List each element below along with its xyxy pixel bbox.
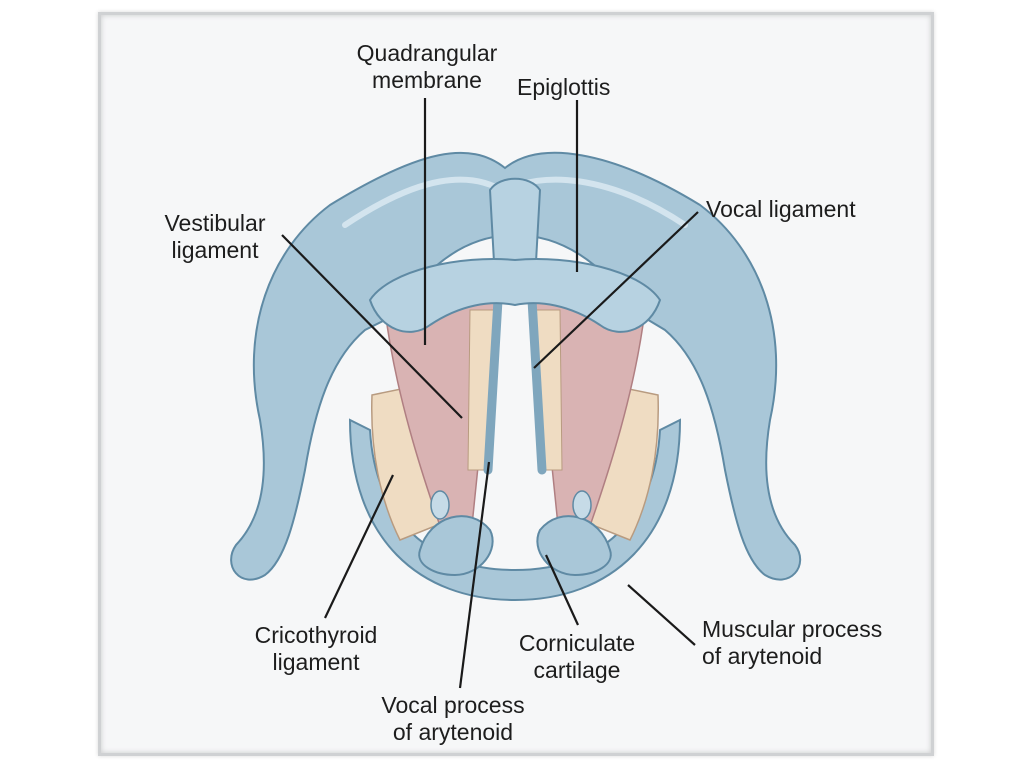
label-cricothyroid-ligament: Cricothyroid ligament [236, 622, 396, 676]
arytenoid-right [536, 515, 612, 577]
label-vestibular-ligament: Vestibular ligament [140, 210, 290, 264]
label-epiglottis: Epiglottis [517, 74, 610, 101]
label-text: membrane [372, 67, 482, 93]
thyroid-cartilage [230, 151, 802, 581]
label-text: ligament [171, 237, 259, 263]
label-text: Corniculate [518, 630, 636, 656]
corniculate-left [430, 490, 450, 520]
label-text: Cricothyroid [254, 622, 378, 648]
label-text: of arytenoid [702, 643, 823, 669]
label-text: Vocal ligament [706, 196, 856, 222]
label-vocal-ligament: Vocal ligament [706, 196, 856, 223]
leader-lines [281, 98, 699, 689]
figure-frame [98, 12, 934, 756]
label-text: ligament [272, 649, 360, 675]
label-text: Quadrangular [356, 40, 498, 66]
label-vocal-process: Vocal process of arytenoid [348, 692, 558, 746]
epiglottis-shape [488, 177, 542, 281]
arytenoid-left [418, 515, 494, 577]
vocal-ligament-left [483, 295, 503, 475]
label-corniculate-cartilage: Corniculate cartilage [492, 630, 662, 684]
label-text: Epiglottis [517, 74, 611, 100]
label-quadrangular-membrane: Quadrangular membrane [332, 40, 522, 94]
vocal-ligament-right [527, 295, 547, 475]
label-text: cartilage [533, 657, 621, 683]
corniculate-right [572, 490, 592, 520]
label-text: Vocal process [381, 692, 525, 718]
label-text: of arytenoid [392, 719, 514, 745]
label-text: Muscular process [702, 616, 883, 642]
label-muscular-process: Muscular process of arytenoid [702, 616, 882, 670]
label-text: Vestibular [164, 210, 266, 236]
